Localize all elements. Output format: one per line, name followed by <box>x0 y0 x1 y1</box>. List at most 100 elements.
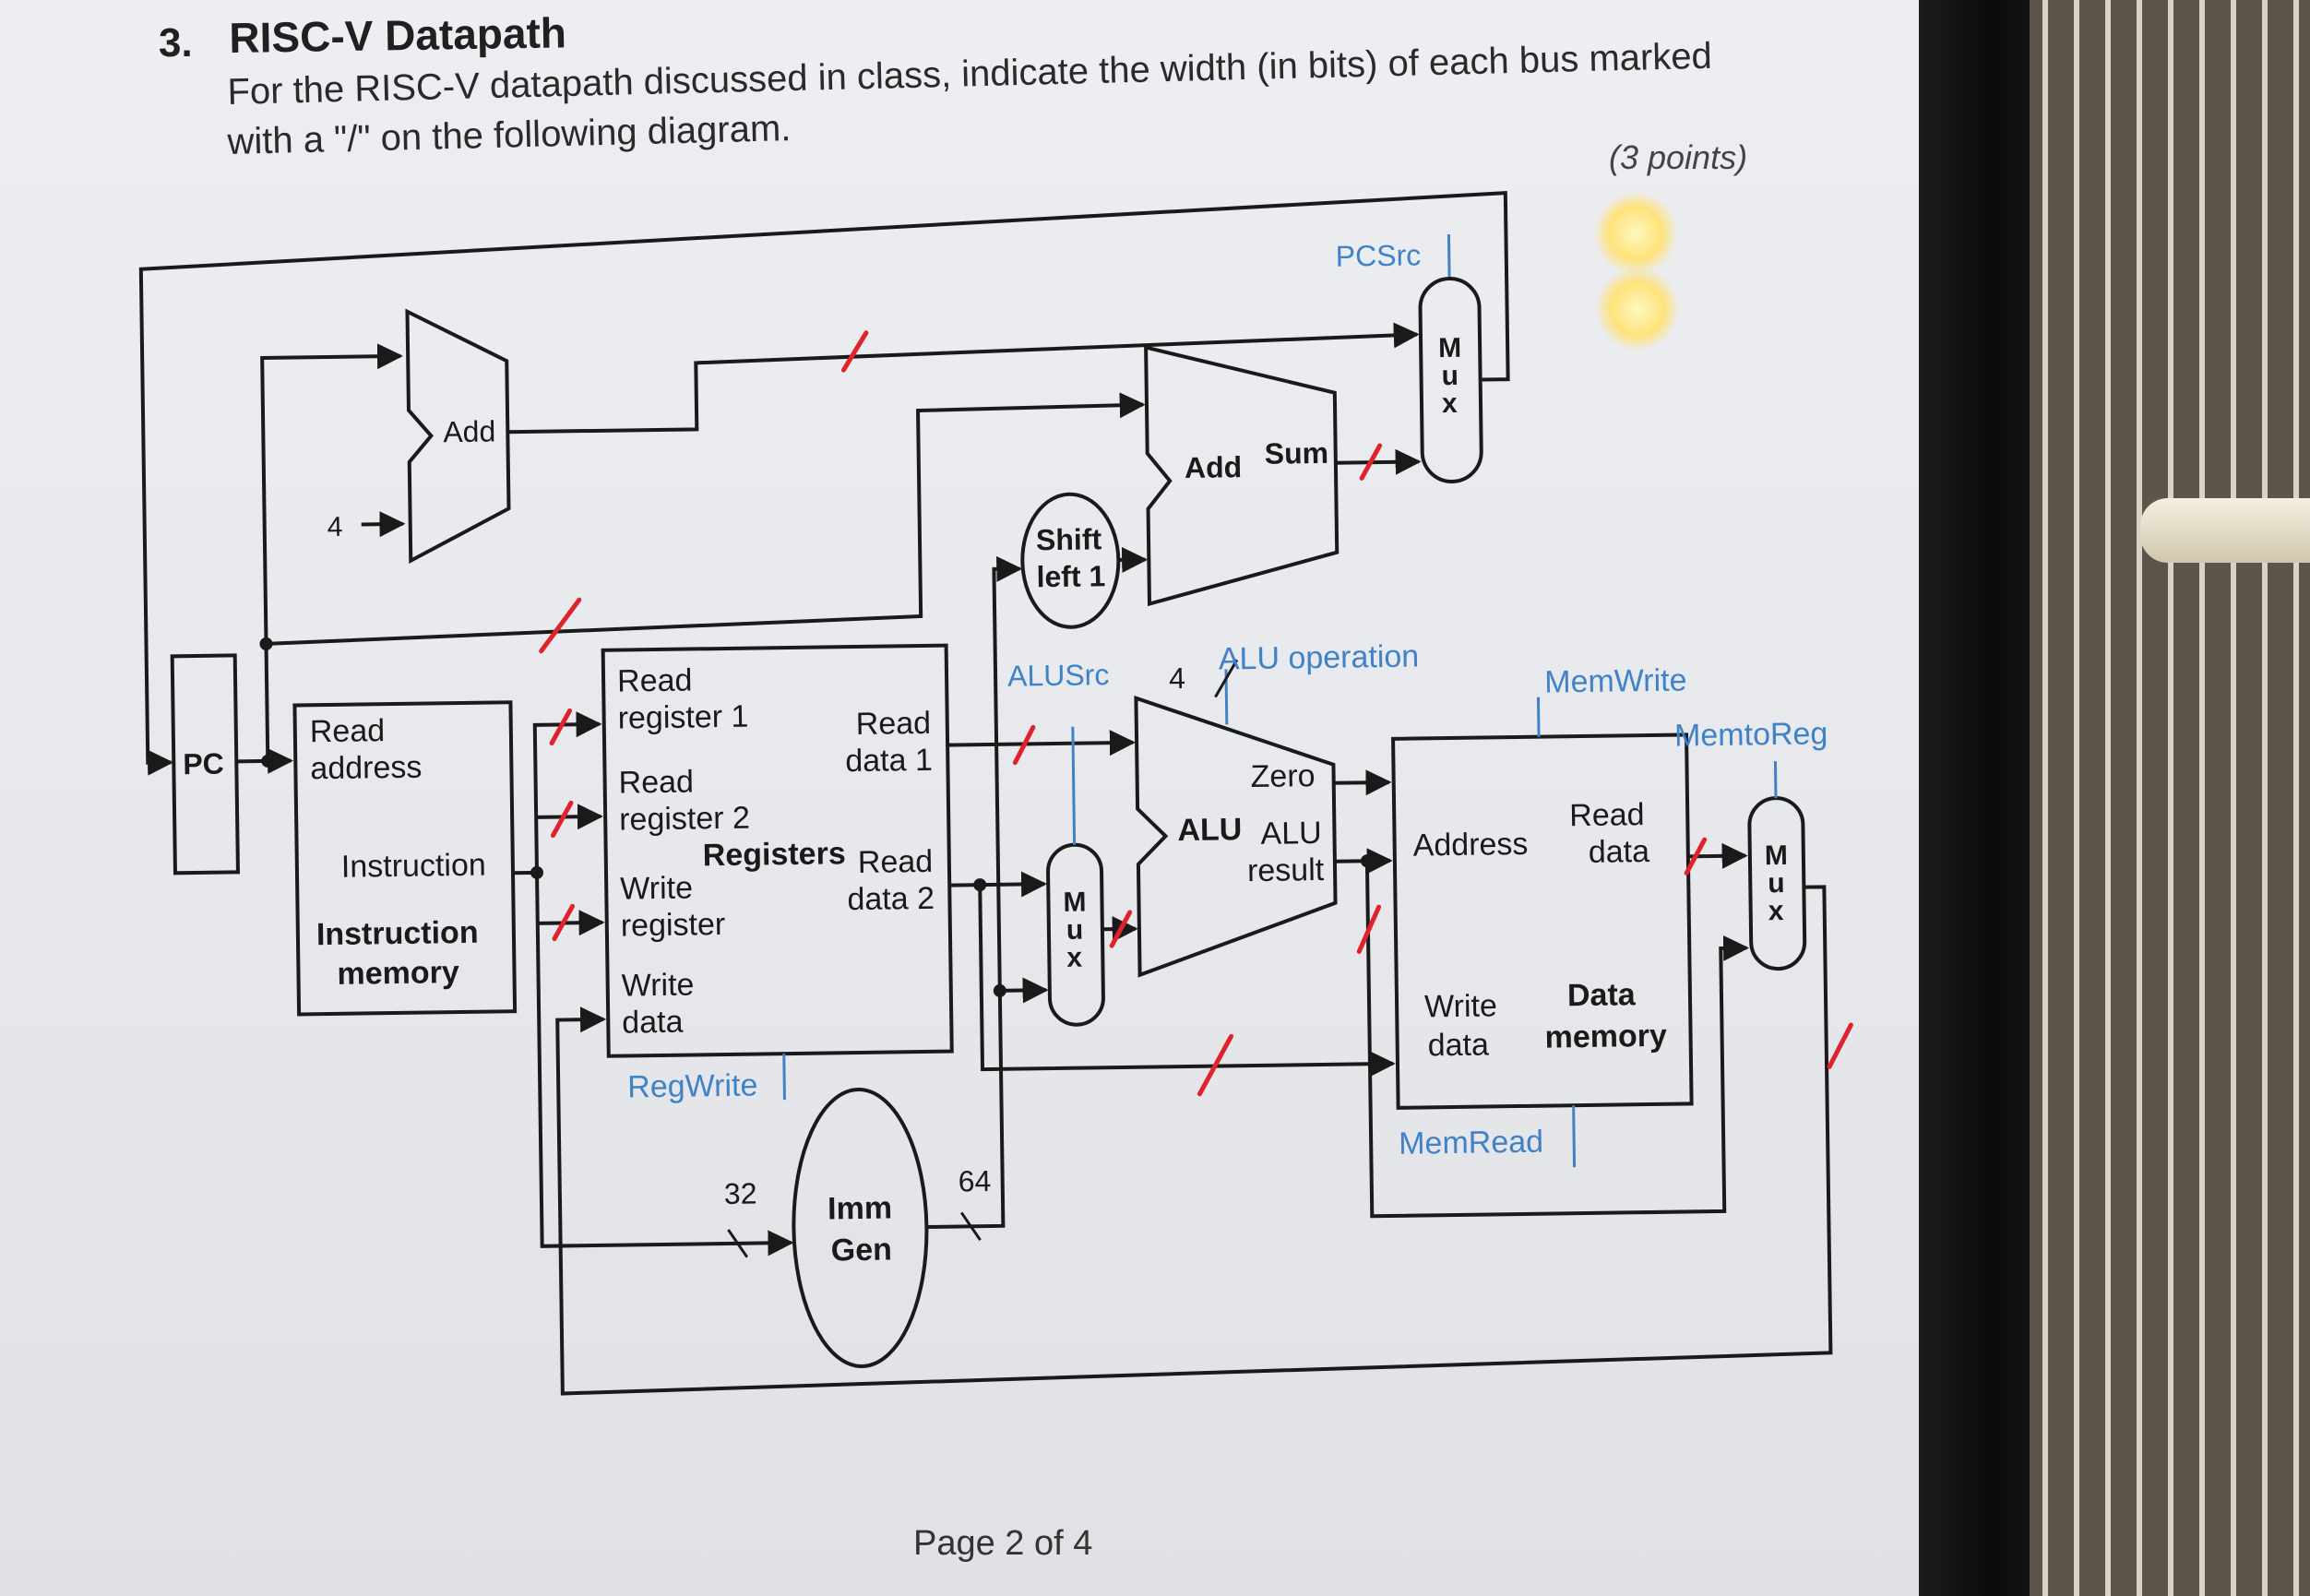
sum-label: Sum <box>1264 436 1328 470</box>
regs-rd1-1: Read <box>856 706 932 742</box>
imm-gen-unit <box>792 1088 929 1368</box>
imem-read-address-2: address <box>310 750 422 787</box>
control-pcsrc <box>1447 233 1451 277</box>
light-glare <box>1594 192 1677 275</box>
imm-out-width: 64 <box>958 1164 991 1197</box>
regwrite-label: RegWrite <box>627 1068 758 1105</box>
question-number: 3. <box>159 20 193 66</box>
regs-rr1-2: register 1 <box>617 699 748 736</box>
four-label: 4 <box>327 512 343 542</box>
pc-adder-label: Add <box>443 414 495 448</box>
branch-adder-label: Add <box>1185 450 1243 484</box>
regs-wr-2: register <box>621 907 726 944</box>
alu-result-label-2: result <box>1247 852 1325 888</box>
imm-gen-label-1: Imm <box>828 1191 892 1227</box>
alusrc-mux-x: x <box>1066 943 1082 973</box>
dmem-read-data-1: Read <box>1569 797 1645 833</box>
bus-mark-mux-to-alu <box>1109 910 1133 948</box>
control-memtoreg <box>1773 761 1778 799</box>
imm-in-width: 32 <box>724 1177 757 1210</box>
pcsrc-mux-x: x <box>1442 388 1458 419</box>
alusrc-label: ALUSrc <box>1007 658 1110 693</box>
dmem-write-data-2: data <box>1427 1027 1489 1063</box>
alu <box>1134 695 1338 978</box>
pc-adder <box>405 308 511 565</box>
wire-writeback <box>555 885 1833 1396</box>
junction-instruction <box>530 865 543 879</box>
control-regwrite <box>782 1054 786 1101</box>
regs-rd2-1: Read <box>858 844 934 880</box>
junction-rd2 <box>973 878 987 892</box>
junction-imm <box>993 983 1006 997</box>
imem-name-2: memory <box>337 955 459 992</box>
bus-mark-pc-to-branch <box>539 597 582 654</box>
regs-rd1-2: data 1 <box>845 743 933 779</box>
imem-read-address-1: Read <box>310 713 386 749</box>
dmem-name-2: memory <box>1544 1018 1667 1055</box>
bus-mark-add-to-mux <box>840 330 869 373</box>
pcsrc-mux <box>1418 276 1483 483</box>
junction-alu-result <box>1360 854 1374 868</box>
shift-left-label-1: Shift <box>1036 522 1102 556</box>
wire-rr2 <box>536 804 603 830</box>
alu-result-label-1: ALU <box>1260 816 1322 852</box>
aluop-tick <box>1214 659 1239 698</box>
background-pole <box>2140 498 2310 563</box>
imem-name-1: Instruction <box>316 915 479 952</box>
regs-title: Registers <box>702 836 845 873</box>
regs-wd-1: Write <box>621 967 694 1003</box>
control-memwrite <box>1536 697 1541 737</box>
bus-mark-rr1 <box>549 708 573 746</box>
dmem-address-label: Address <box>1412 827 1528 864</box>
wire-sum-to-mux <box>1335 448 1422 475</box>
pcsrc-label: PCSrc <box>1335 238 1421 272</box>
light-glare <box>1596 268 1679 351</box>
bus-mark-sum <box>1359 443 1383 481</box>
dmem-write-data-1: Write <box>1424 988 1497 1024</box>
memtoreg-mux-x: x <box>1768 896 1783 926</box>
alusrc-mux-m: M <box>1063 887 1086 918</box>
wire-instruction <box>512 711 602 875</box>
wire-imm-in <box>534 872 794 1257</box>
bus-mark-rr2 <box>550 800 574 839</box>
datapath-diagram: PC 4 Add Shift left 1 Add Sum PCSrc M u … <box>138 191 1853 1396</box>
junction-pc-branch <box>259 637 273 650</box>
pcsrc-mux-u: u <box>1441 361 1459 391</box>
wire-add-to-mux <box>507 322 1420 435</box>
branch-adder <box>1144 345 1340 607</box>
imm-out-tick <box>959 1211 982 1242</box>
memtoreg-label: MemtoReg <box>1674 716 1828 753</box>
register-file <box>601 643 954 1058</box>
imm-in-tick <box>727 1229 749 1258</box>
alusrc-mux-u: u <box>1066 915 1084 946</box>
pc-label: PC <box>183 747 224 781</box>
background-fabric <box>2030 0 2310 1596</box>
wire-imm-out <box>926 977 1049 1229</box>
bus-mark-read-data <box>1684 837 1708 875</box>
imm-gen-label-2: Gen <box>830 1233 892 1268</box>
regs-rr1-1: Read <box>617 662 693 698</box>
screen-bezel <box>1919 0 2039 1596</box>
zero-label: Zero <box>1250 758 1315 794</box>
instruction-memory <box>292 700 518 1017</box>
bus-mark-rd1 <box>1012 724 1036 766</box>
wire-four <box>361 511 406 538</box>
regs-rr2-1: Read <box>618 764 694 800</box>
memtoreg-mux-m: M <box>1765 840 1788 871</box>
bus-mark-alu-result <box>1356 904 1382 954</box>
alu-label: ALU <box>1177 812 1242 848</box>
memtoreg-mux-u: u <box>1768 868 1785 899</box>
dmem-name-1: Data <box>1567 977 1637 1013</box>
bus-mark-write-data <box>1197 1033 1234 1097</box>
page-footer: Page 2 of 4 <box>913 1524 1093 1563</box>
wire-pc-loop <box>138 191 1510 776</box>
wire-rd1 <box>947 730 1136 756</box>
regs-wr-1: Write <box>620 870 693 906</box>
pcsrc-mux-m: M <box>1438 333 1461 363</box>
worksheet-page: 3. RISC-V Datapath For the RISC-V datapa… <box>0 0 1956 1596</box>
memread-label: MemRead <box>1399 1125 1543 1161</box>
junction-pc <box>261 754 275 768</box>
regs-wd-2: data <box>622 1005 684 1041</box>
points-label: (3 points) <box>1609 138 1748 176</box>
alu-operation-label: ALU operation <box>1219 638 1420 676</box>
